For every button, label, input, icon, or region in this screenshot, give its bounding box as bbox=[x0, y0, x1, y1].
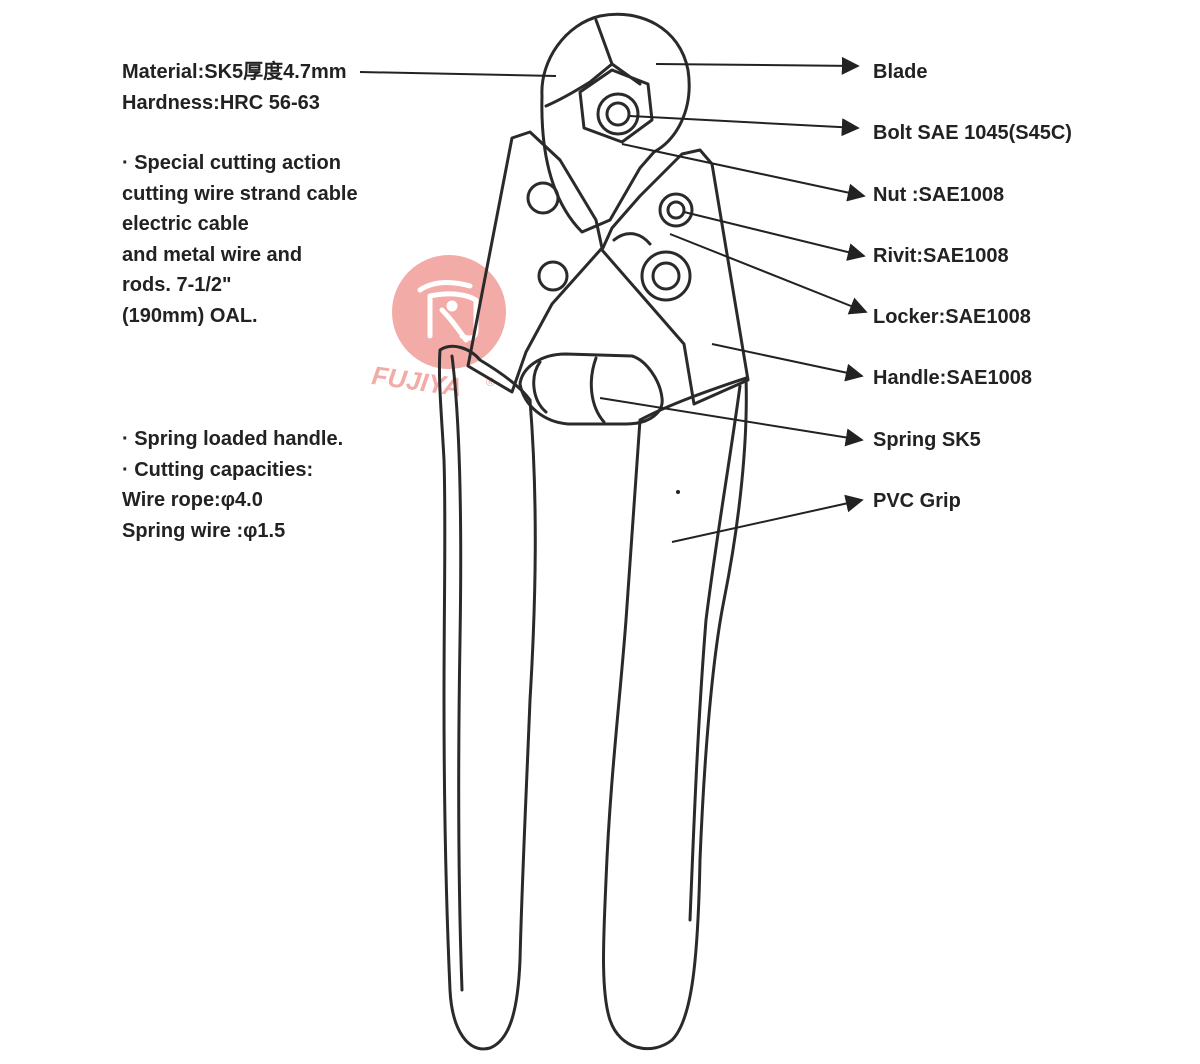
cable-cutter-outline bbox=[437, 12, 750, 1051]
material-text: Material:SK5厚度4.7mm bbox=[122, 61, 347, 83]
blade-edge-left bbox=[544, 18, 614, 108]
part-label-handle: Handle:SAE1008 bbox=[873, 367, 1032, 389]
locker-outer bbox=[640, 250, 692, 302]
part-label-locker: Locker:SAE1008 bbox=[873, 306, 1031, 328]
right-arm-outline bbox=[600, 148, 750, 406]
nut-outline bbox=[578, 68, 654, 144]
hardness-text: Hardness:HRC 56-63 bbox=[122, 91, 320, 114]
watermark-registered-mark: ® bbox=[486, 375, 495, 389]
features-block: · Spring loaded handle. · Cutting capaci… bbox=[122, 424, 343, 546]
watermark-glyph bbox=[417, 280, 479, 343]
locker-curve bbox=[612, 232, 652, 246]
left-handle-inner-edge bbox=[450, 354, 464, 992]
special-line: (190mm) OAL. bbox=[122, 304, 258, 327]
right-handle-outline bbox=[602, 376, 748, 1051]
arrow-handle bbox=[711, 343, 864, 382]
dot-mark bbox=[676, 490, 680, 494]
spring-coil-1 bbox=[532, 360, 548, 414]
blade-outline bbox=[540, 12, 691, 234]
special-line: electric cable bbox=[122, 213, 249, 235]
fujiya-watermark: FUJIYA ® bbox=[370, 255, 506, 402]
arrow-nut bbox=[621, 143, 866, 202]
arrow-rivit bbox=[683, 211, 866, 261]
feature-line: · Spring loaded handle. bbox=[122, 428, 344, 450]
part-label-blade: Blade bbox=[873, 61, 928, 83]
arrow-locker bbox=[669, 233, 868, 315]
special-line: · Special cutting action bbox=[122, 152, 341, 174]
feature-line: · Cutting capacities: bbox=[122, 458, 314, 481]
bolt-outer bbox=[596, 92, 640, 136]
rivet-outer bbox=[658, 192, 694, 228]
arrow-pvc-grip bbox=[671, 494, 864, 543]
rivet-inner bbox=[666, 200, 686, 220]
left-arm-outline bbox=[466, 130, 604, 394]
feature-line: Wire rope:φ4.0 bbox=[122, 489, 263, 511]
special-line: and metal wire and bbox=[122, 243, 303, 266]
locker-inner bbox=[651, 261, 681, 291]
special-line: rods. 7-1/2" bbox=[122, 274, 232, 296]
special-cutting-block: · Special cutting action cutting wire st… bbox=[122, 148, 358, 331]
part-label-rivit: Rivit:SAE1008 bbox=[873, 245, 1009, 267]
right-handle-inner-edge bbox=[688, 384, 742, 922]
left-rivet-upper bbox=[526, 181, 560, 215]
arrow-blade bbox=[655, 56, 860, 75]
left-leader-lines bbox=[359, 71, 557, 77]
material-spec-block: Material:SK5厚度4.7mm Hardness:HRC 56-63 bbox=[122, 57, 347, 118]
part-label-nut: Nut :SAE1008 bbox=[873, 184, 1005, 206]
spring-coil-2 bbox=[589, 356, 606, 424]
part-label-pvc-grip: PVC Grip bbox=[873, 490, 961, 512]
arrow-bolt bbox=[629, 115, 860, 137]
watermark-circle bbox=[392, 255, 506, 369]
left-handle-outline bbox=[437, 344, 537, 1051]
part-arrows bbox=[599, 56, 868, 543]
part-label-bolt: Bolt SAE 1045(S45C) bbox=[873, 122, 1072, 144]
spring-outline bbox=[518, 352, 664, 426]
part-label-spring: Spring SK5 bbox=[873, 429, 981, 451]
left-rivet-lower bbox=[537, 260, 569, 292]
arrow-spring bbox=[599, 397, 864, 447]
bolt-inner bbox=[605, 101, 631, 127]
feature-line: Spring wire :φ1.5 bbox=[122, 519, 286, 542]
special-line: cutting wire strand cable bbox=[122, 182, 358, 205]
